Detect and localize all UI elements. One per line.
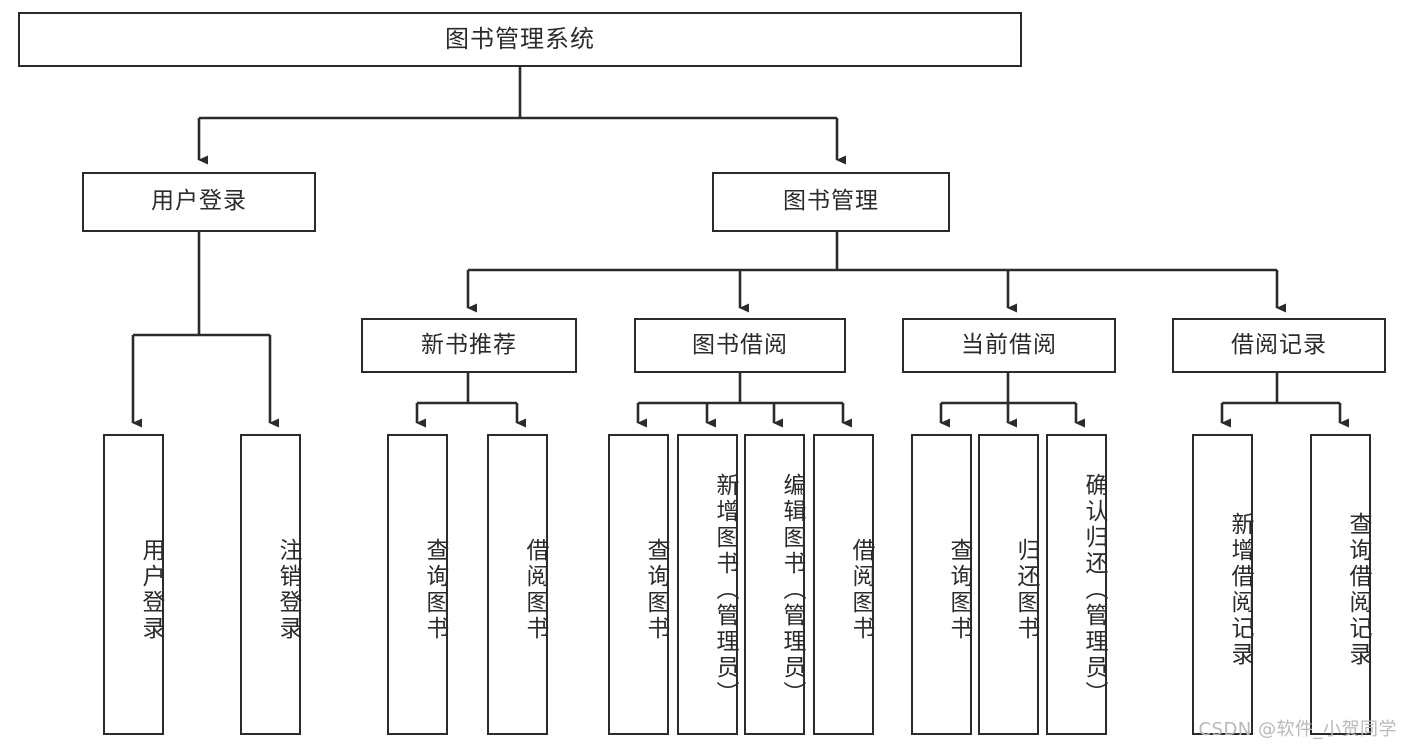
node-leaf-add-record[interactable]: 新增借阅记录 bbox=[1192, 434, 1253, 735]
node-leaf-return-book[interactable]: 归还图书 bbox=[978, 434, 1039, 735]
node-leaf-borrow-book-1[interactable]: 借阅图书 bbox=[487, 434, 548, 735]
node-label: 图书管理 bbox=[783, 188, 879, 215]
node-label: 用户登录 bbox=[151, 188, 247, 215]
node-book-manage[interactable]: 图书管理 bbox=[712, 172, 950, 232]
node-label: 新书推荐 bbox=[421, 331, 517, 358]
node-label: 新增图书（管理员） bbox=[712, 472, 738, 707]
node-label: 注销登录 bbox=[275, 537, 301, 642]
node-label: 图书管理系统 bbox=[445, 25, 595, 54]
node-label: 借阅图书 bbox=[848, 537, 874, 642]
node-user-login[interactable]: 用户登录 bbox=[82, 172, 316, 232]
node-label: 借阅记录 bbox=[1231, 331, 1327, 358]
node-label: 编辑图书（管理员） bbox=[779, 472, 805, 707]
node-leaf-user-logout[interactable]: 注销登录 bbox=[240, 434, 301, 735]
node-label: 查询图书 bbox=[946, 537, 972, 642]
node-label: 归还图书 bbox=[1013, 537, 1039, 642]
node-leaf-query-book-2[interactable]: 查询图书 bbox=[608, 434, 669, 735]
node-leaf-add-book[interactable]: 新增图书（管理员） bbox=[677, 434, 738, 735]
node-new-book-recommend[interactable]: 新书推荐 bbox=[361, 318, 577, 373]
node-label: 图书借阅 bbox=[692, 331, 788, 358]
node-root-system[interactable]: 图书管理系统 bbox=[18, 12, 1022, 67]
node-leaf-query-book-3[interactable]: 查询图书 bbox=[911, 434, 972, 735]
watermark-text: CSDN @软件_小贺同学 bbox=[1198, 719, 1397, 740]
node-label: 当前借阅 bbox=[961, 331, 1057, 358]
node-leaf-borrow-book-2[interactable]: 借阅图书 bbox=[813, 434, 874, 735]
node-leaf-edit-book[interactable]: 编辑图书（管理员） bbox=[744, 434, 805, 735]
node-label: 借阅图书 bbox=[522, 537, 548, 642]
node-book-borrow[interactable]: 图书借阅 bbox=[634, 318, 846, 373]
node-borrow-record[interactable]: 借阅记录 bbox=[1172, 318, 1386, 373]
node-label: 新增借阅记录 bbox=[1227, 511, 1253, 668]
node-leaf-user-login[interactable]: 用户登录 bbox=[103, 434, 164, 735]
node-label: 用户登录 bbox=[138, 537, 164, 642]
node-label: 确认归还（管理员） bbox=[1081, 472, 1107, 707]
node-label: 查询借阅记录 bbox=[1345, 511, 1371, 668]
node-leaf-query-book-1[interactable]: 查询图书 bbox=[387, 434, 448, 735]
node-leaf-query-record[interactable]: 查询借阅记录 bbox=[1310, 434, 1371, 735]
node-leaf-confirm-return[interactable]: 确认归还（管理员） bbox=[1046, 434, 1107, 735]
node-label: 查询图书 bbox=[422, 537, 448, 642]
node-current-borrow[interactable]: 当前借阅 bbox=[902, 318, 1116, 373]
node-label: 查询图书 bbox=[643, 537, 669, 642]
